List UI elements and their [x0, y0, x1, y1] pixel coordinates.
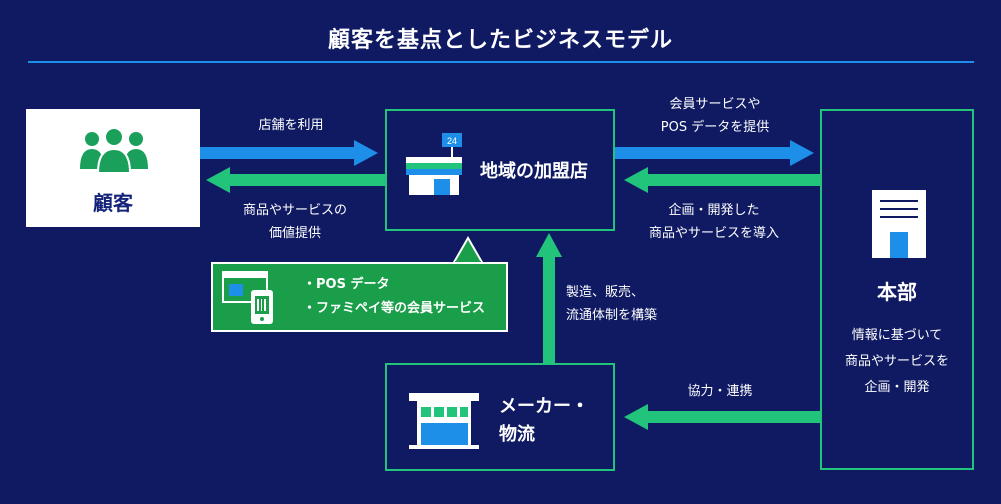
arrow-hq-to-maker [624, 404, 820, 430]
customer-label: 顧客 [93, 191, 133, 215]
maker-label-line1: メーカー・ [499, 396, 589, 417]
store-box: 24 地域の加盟店 [385, 109, 615, 231]
store-label: 地域の加盟店 [480, 161, 588, 182]
maker-label: メーカー・ 物流 [499, 393, 589, 449]
hq-description: 情報に基づいて 商品やサービスを 企画・開発 [822, 323, 972, 401]
arrow-maker-to-store [536, 233, 562, 363]
label-hq-to-store: 企画・開発した 商品やサービスを導入 [618, 199, 810, 245]
label-store-to-hq-line2: POS データを提供 [660, 120, 770, 135]
arrow-store-to-customer [206, 167, 385, 193]
factory-icon [409, 393, 479, 449]
callout-text: ・POS データ ・ファミペイ等の会員サービス [303, 273, 485, 321]
arrow-store-to-hq [615, 140, 814, 166]
customer-box: 顧客 [26, 109, 200, 227]
label-store-to-customer-line2: 価値提供 [268, 226, 321, 241]
hq-box: 本部 情報に基づいて 商品やサービスを 企画・開発 [820, 109, 974, 470]
maker-label-line2: 物流 [499, 424, 535, 445]
people-icon [80, 127, 148, 174]
label-maker-to-store: 製造、販売、 流通体制を構築 [566, 281, 657, 327]
label-hq-to-store-line2: 商品やサービスを導入 [648, 226, 779, 241]
label-store-to-customer: 商品やサービスの 価値提供 [215, 199, 375, 245]
arrow-customer-to-store [200, 140, 378, 166]
hq-desc-line3: 企画・開発 [864, 380, 930, 395]
hq-desc-line2: 商品やサービスを [844, 354, 949, 369]
label-hq-to-store-line1: 企画・開発した [668, 203, 760, 218]
label-maker-to-store-line2: 流通体制を構築 [566, 308, 658, 323]
title-divider [28, 61, 974, 63]
callout-line2: ・ファミペイ等の会員サービス [303, 301, 486, 316]
label-hq-to-maker: 協力・連携 [687, 384, 753, 399]
label-customer-to-store: 店舗を利用 [258, 118, 324, 133]
label-store-to-customer-line1: 商品やサービスの [242, 203, 347, 218]
label-store-to-hq: 会員サービスや POS データを提供 [625, 93, 805, 139]
hq-desc-line1: 情報に基づいて [851, 328, 943, 343]
arrow-hq-to-store [624, 167, 820, 193]
maker-box: メーカー・ 物流 [385, 363, 615, 471]
convenience-store-icon: 24 [406, 133, 462, 195]
data-callout: ・POS データ ・ファミペイ等の会員サービス [211, 262, 508, 332]
callout-line1: ・POS データ [303, 277, 390, 292]
store-sign-text: 24 [447, 136, 457, 146]
callout-tail [453, 235, 483, 264]
phone-data-icon [222, 271, 273, 324]
hq-title: 本部 [877, 280, 917, 304]
label-maker-to-store-line1: 製造、販売、 [566, 285, 645, 300]
page-title: 顧客を基点としたビジネスモデル [327, 28, 673, 53]
building-icon [872, 190, 926, 258]
label-store-to-hq-line1: 会員サービスや [669, 97, 761, 112]
